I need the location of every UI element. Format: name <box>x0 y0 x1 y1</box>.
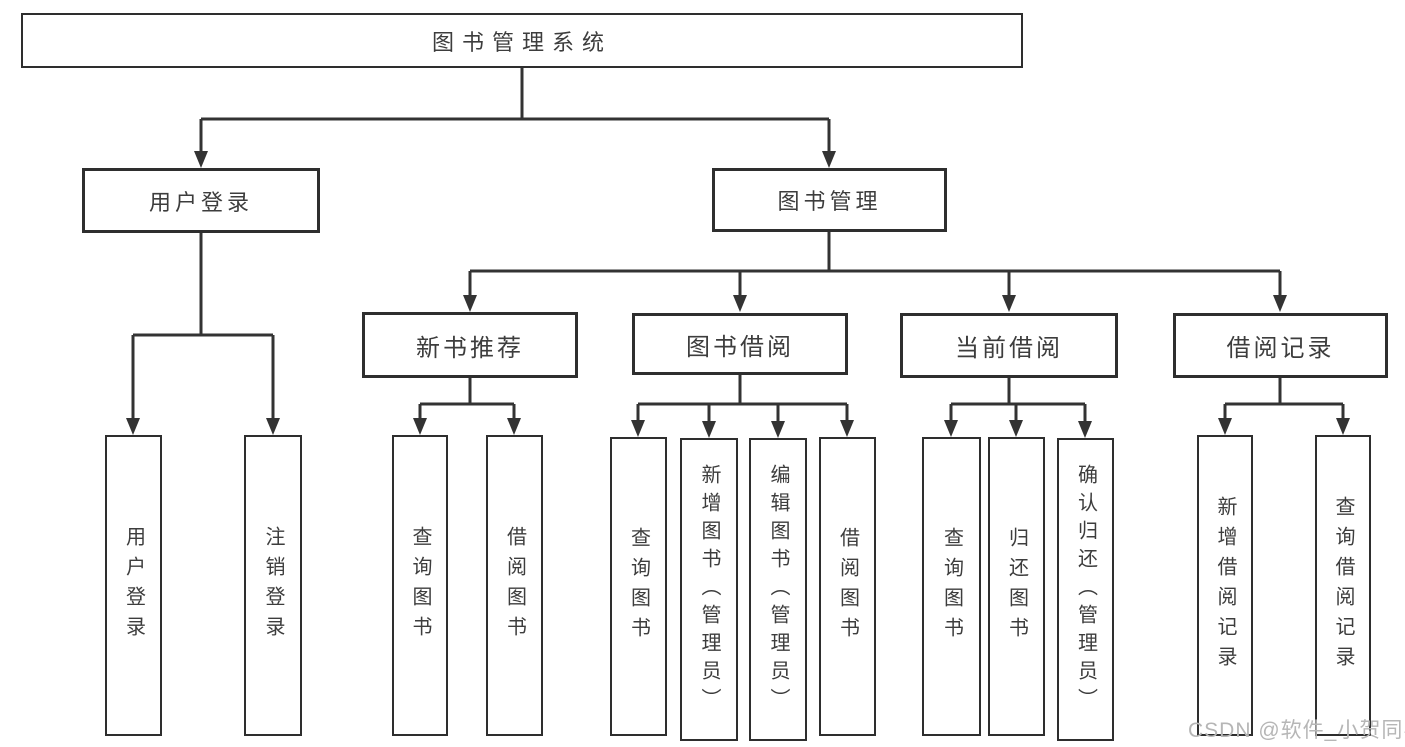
node-label: 确认归还（管理员） <box>1074 463 1097 716</box>
node-book-borrow: 图书借阅 <box>632 313 848 375</box>
connector-current-borrow-children <box>944 378 1092 438</box>
connector-borrow-records-children <box>1218 378 1350 435</box>
node-label: 注销登录 <box>262 525 284 646</box>
node-borrow-records: 借阅记录 <box>1173 313 1388 378</box>
node-label: 借阅记录 <box>1226 335 1335 362</box>
leaf-borrow-books-recommend: 借阅图书 <box>486 435 543 736</box>
node-label: 图书管理系统 <box>431 29 612 55</box>
node-label: 编辑图书（管理员） <box>767 463 789 716</box>
connector-book-mgmt-to-level2 <box>463 232 1287 312</box>
node-label: 新增图书（管理员） <box>698 463 720 716</box>
leaf-confirm-return-admin: 确认归还（管理员） <box>1057 438 1114 741</box>
node-label: 查询图书 <box>940 526 963 647</box>
csdn-watermark: CSDN @软件_小贺同学 <box>1188 719 1405 742</box>
node-user-login: 用户登录 <box>82 168 320 233</box>
node-library-system: 图书管理系统 <box>21 13 1023 68</box>
leaf-query-borrow-record: 查询借阅记录 <box>1315 435 1371 736</box>
node-label: 查询图书 <box>409 525 431 646</box>
node-label: 借阅图书 <box>836 526 859 647</box>
node-label: 查询借阅记录 <box>1332 495 1354 676</box>
connector-user-login-children <box>126 233 280 435</box>
node-current-borrow: 当前借阅 <box>900 313 1118 378</box>
node-label: 借阅图书 <box>503 525 526 646</box>
connector-book-borrow-children <box>631 375 854 438</box>
leaf-edit-books-admin: 编辑图书（管理员） <box>749 438 807 741</box>
leaf-query-books-borrow: 查询图书 <box>610 437 667 736</box>
leaf-logout: 注销登录 <box>244 435 302 736</box>
leaf-return-books: 归还图书 <box>988 437 1045 736</box>
node-label: 图书管理 <box>777 189 882 214</box>
leaf-add-books-admin: 新增图书（管理员） <box>680 438 738 741</box>
node-book-management: 图书管理 <box>712 168 947 232</box>
node-label: 新书推荐 <box>416 334 524 362</box>
leaf-add-borrow-record: 新增借阅记录 <box>1197 435 1253 736</box>
leaf-query-books-current: 查询图书 <box>922 437 981 736</box>
leaf-query-books-recommend: 查询图书 <box>392 435 448 736</box>
connector-root-to-level1 <box>194 68 836 168</box>
leaf-borrow-books: 借阅图书 <box>819 437 876 736</box>
connector-new-books-children <box>413 378 521 435</box>
node-label: 新增借阅记录 <box>1214 495 1236 676</box>
node-new-book-recommend: 新书推荐 <box>362 312 578 378</box>
node-label: 查询图书 <box>627 526 650 647</box>
node-label: 当前借阅 <box>955 335 1063 362</box>
node-label: 用户登录 <box>148 189 253 215</box>
node-label: 用户登录 <box>122 525 145 646</box>
node-label: 归还图书 <box>1005 526 1028 647</box>
leaf-user-login: 用户登录 <box>105 435 162 736</box>
node-label: 图书借阅 <box>686 333 794 361</box>
